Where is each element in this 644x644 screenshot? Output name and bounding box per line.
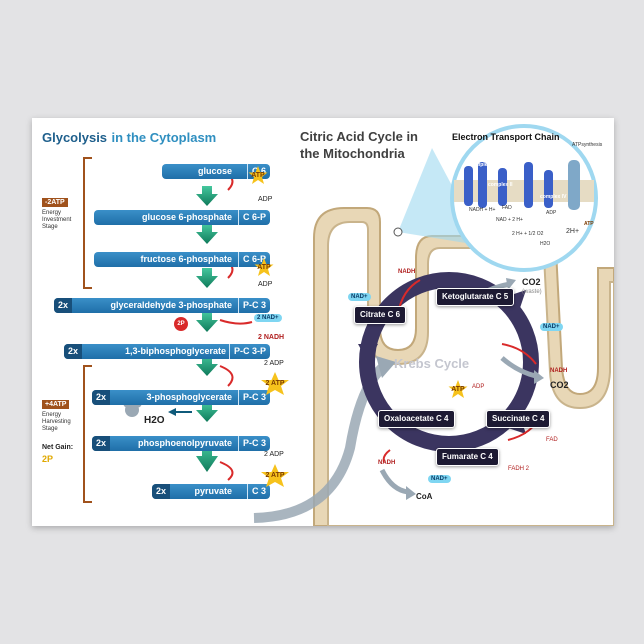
etc-label-fad: FAD: [502, 205, 512, 211]
etc-label-oxygen: 2 H+ + 1/2 O2: [512, 231, 544, 237]
water-label: H2O: [144, 415, 165, 426]
etc-title: Electron Transport Chain: [452, 132, 560, 142]
atp-star-2: ATP: [254, 258, 274, 278]
krebs-cycle-label: Krebs Cycle: [394, 356, 470, 371]
etc-label-nad: NAD + 2 H+: [496, 217, 523, 223]
net-gain-value: 2P: [42, 454, 54, 464]
investment-label: Energy Investment Stage: [42, 210, 72, 230]
adp-label-2: ADP: [258, 281, 273, 288]
atp-star-3: 2 ATP: [260, 372, 290, 396]
compound-succinate: Succinate C 4: [486, 410, 551, 428]
etc-label-complex-3: complex III: [520, 152, 546, 158]
nadh-citrate: NADH: [398, 269, 416, 275]
harvesting-tag: +4ATP: [42, 400, 70, 409]
investment-tag: -2ATP: [42, 198, 68, 207]
krebs-title: Citric Acid Cycle in the Mitochondria: [300, 129, 418, 161]
step-pyruvate: 2x pyruvate C 3: [152, 484, 270, 499]
glycolysis-title: Glycolysis: [42, 130, 108, 145]
fad-label: FAD: [546, 437, 558, 443]
etc-label-adp: ADP: [546, 210, 557, 216]
step-glyceraldehyde-3-phosphate: 2x glyceraldehyde 3-phosphate P-C 3: [54, 298, 270, 313]
adp-label-1: ADP: [258, 196, 273, 203]
investment-bracket: [83, 157, 92, 289]
nadh-oxaloacetate: NADH: [378, 460, 396, 466]
nad-plus-ketoglutarate: NAD+: [540, 323, 563, 331]
step-1-3-biphosphoglycerate: 2x 1,3-biphosphoglycerate P-C 3-P: [64, 344, 270, 359]
co2-label: CO2: [550, 380, 569, 390]
step-3-phosphoglycerate: 2x 3-phosphoglycerate P-C 3: [92, 390, 270, 405]
coa-label: CoA: [416, 492, 433, 501]
fadh2-label: FADH 2: [508, 466, 530, 472]
step-fructose-6-phosphate: fructose 6-phosphate C 6-P: [94, 252, 270, 267]
glycolysis-subtitle: in the Cytoplasm: [111, 130, 217, 145]
adp-label-4: 2 ADP: [264, 451, 284, 458]
nad-plus-glycolysis: 2 NAD+: [254, 314, 282, 322]
net-gain-label: Net Gain:: [42, 444, 74, 451]
atp-star-4: 2 ATP: [260, 464, 290, 488]
atp-star-1: ATP: [248, 166, 268, 186]
nadh-ketoglutarate: NADH: [550, 368, 568, 374]
compound-fumarate: Fumarate C 4: [436, 448, 499, 466]
compound-ketoglutarate: Ketoglutarate C 5: [436, 288, 515, 306]
nad-plus-citrate: NAD+: [348, 293, 371, 301]
etc-label-2h: 2H+: [566, 228, 580, 235]
etc-label-complex-4: complex IV: [540, 194, 567, 200]
etc-label-atp: ATP: [584, 221, 594, 227]
etc-label-complex-2: complex II: [488, 182, 513, 188]
adp-krebs: ADP: [472, 384, 485, 390]
phosphate-badge: 2P: [174, 317, 188, 331]
harvesting-bracket: [83, 365, 92, 503]
krebs-cycle-ring: [359, 272, 539, 452]
etc-label-nadh: NADH + H+: [469, 207, 496, 213]
step-glucose-6-phosphate: glucose 6-phosphate C 6-P: [94, 210, 270, 225]
diagram-graphics: [83, 124, 614, 526]
atp-star-krebs: ATP: [448, 380, 468, 400]
harvesting-label: Energy Harvesting Stage: [42, 412, 71, 432]
co2-waste-label: CO2: [522, 277, 541, 287]
mitochondrion-inner-membrane: [327, 221, 614, 526]
compound-citrate: Citrate C 6: [354, 306, 407, 324]
poster: Glycolysis in the Cytoplasm glucose C 6 …: [32, 118, 614, 526]
step-phosphoenolpyruvate: 2x phosphoenolpyruvate P-C 3: [92, 436, 270, 451]
etc-label-water: H2O: [540, 241, 551, 247]
glycolysis-heading: Glycolysis in the Cytoplasm: [42, 129, 216, 147]
co2-waste-note: (waste): [522, 289, 542, 295]
etc-label-complex-1: complex I: [470, 162, 494, 168]
nadh-glycolysis: 2 NADH: [258, 334, 285, 341]
compound-oxaloacetate: Oxaloacetate C 4: [378, 410, 455, 428]
nad-plus-oxaloacetate: NAD+: [428, 475, 451, 483]
etc-label-atp-synthesis: ATPsynthesis: [572, 142, 603, 148]
adp-label-3: 2 ADP: [264, 360, 284, 367]
